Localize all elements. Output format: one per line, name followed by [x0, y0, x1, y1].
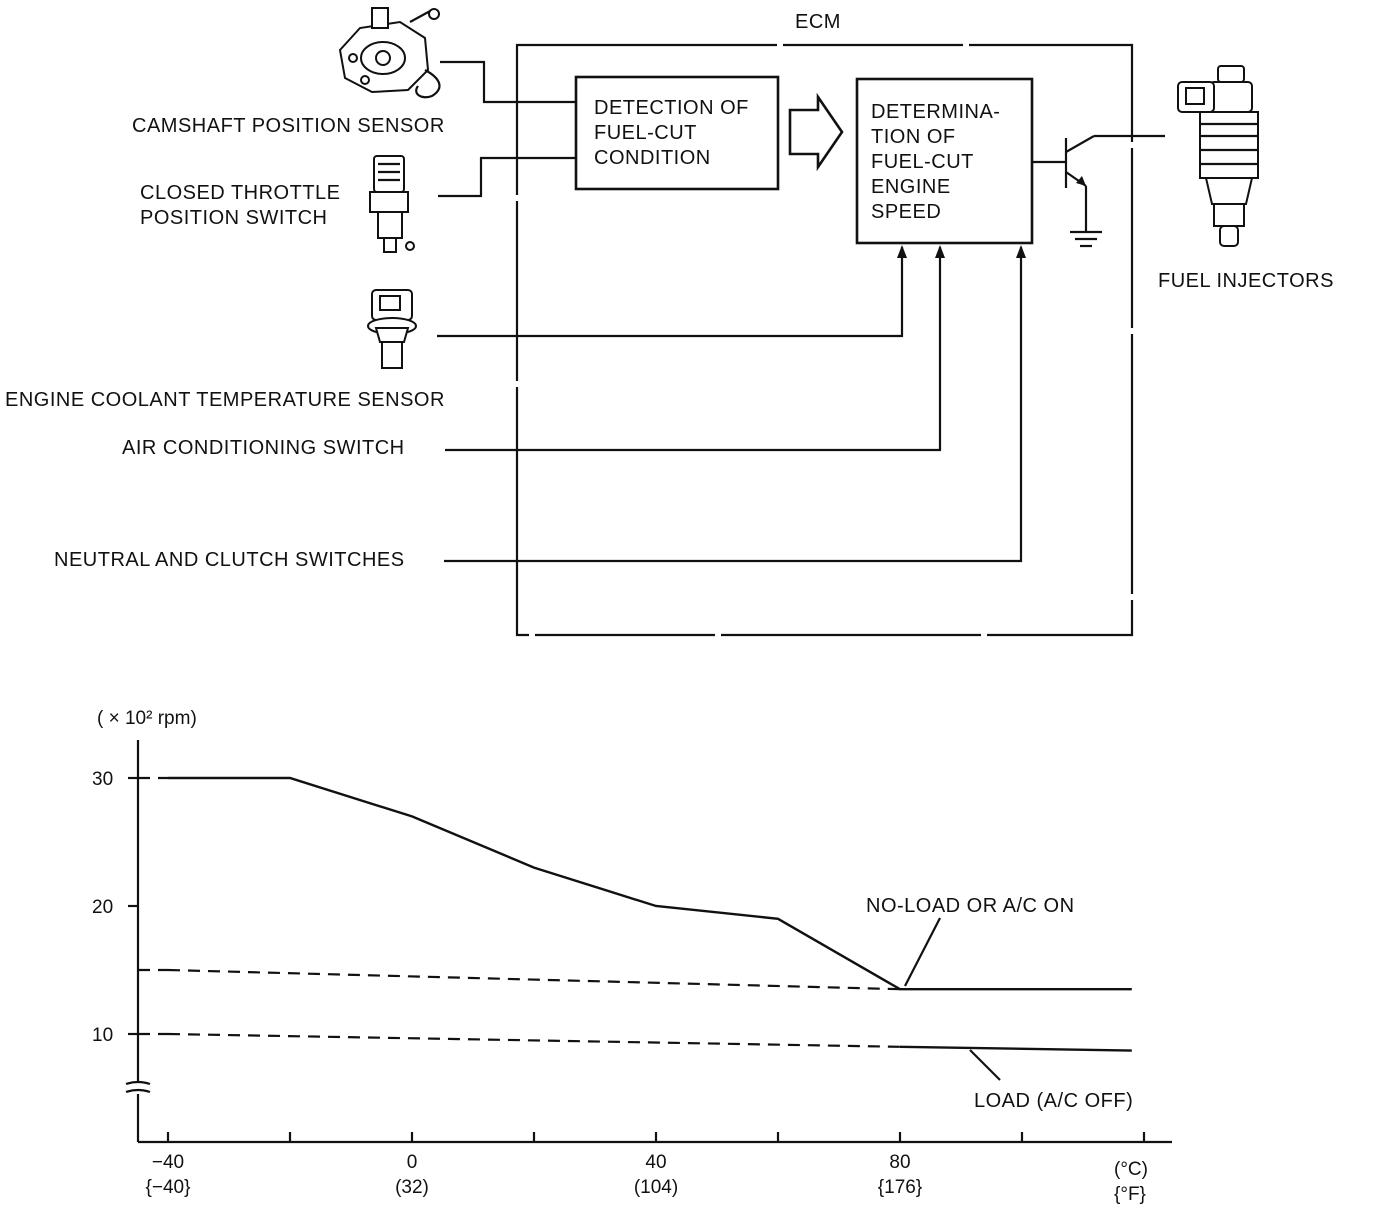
- no-load-leader: [904, 917, 941, 987]
- coolant-sensor-icon: [367, 289, 417, 369]
- fuel-injectors-label: FUEL INJECTORS: [1158, 270, 1334, 292]
- series-line: [899, 1045, 1132, 1052]
- coolant-label: ENGINE COOLANT TEMPERATURE SENSOR: [5, 389, 445, 411]
- x-unit-f: {°F}: [1114, 1184, 1146, 1205]
- detection-line-1: DETECTION OF: [594, 97, 749, 119]
- x-tick-label-c: 80: [889, 1152, 910, 1173]
- throttle-wire: [438, 156, 576, 198]
- camshaft-sensor-icon: [338, 7, 441, 99]
- determination-line-2: TION OF: [871, 126, 956, 148]
- determination-line-1: DETERMINA-: [871, 101, 1000, 123]
- y-tick-label: 10: [92, 1025, 113, 1046]
- load-label: LOAD (A/C OFF): [974, 1090, 1133, 1112]
- y-axis-label: ( × 10² rpm): [97, 708, 197, 729]
- dashed-series-line: [167, 968, 901, 991]
- coolant-wire: [437, 247, 904, 338]
- x-tick-label-f: (32): [395, 1177, 429, 1198]
- determination-line-4: ENGINE: [871, 176, 951, 198]
- determination-line-5: SPEED: [871, 201, 941, 223]
- transistor-icon: [1032, 134, 1165, 232]
- ac-wire: [445, 247, 942, 452]
- series-line: [168, 776, 1132, 991]
- x-tick-label-f: {−40}: [146, 1177, 191, 1198]
- fuel-injector-icon: [1177, 65, 1259, 247]
- determination-line-3: FUEL-CUT: [871, 151, 974, 173]
- throttle-label-2: POSITION SWITCH: [140, 207, 328, 229]
- y-tick-label: 20: [92, 897, 113, 918]
- flow-arrow-icon: [788, 92, 844, 172]
- dashed-series-line: [167, 1032, 901, 1048]
- camshaft-label: CAMSHAFT POSITION SENSOR: [132, 115, 445, 137]
- detection-box: DETECTION OF FUEL-CUT CONDITION: [574, 75, 780, 191]
- x-tick-label-c: 40: [645, 1152, 666, 1173]
- x-tick-label-f: {176}: [878, 1177, 922, 1198]
- ecm-label: ECM: [795, 11, 841, 33]
- x-tick-label-f: (104): [634, 1177, 678, 1198]
- x-unit-c: (°C): [1114, 1159, 1148, 1180]
- axis-break-icon: [125, 1080, 151, 1094]
- neutral-clutch-label: NEUTRAL AND CLUTCH SWITCHES: [54, 549, 405, 571]
- y-tick-label: 30: [92, 769, 113, 790]
- x-tick-label-c: −40: [152, 1152, 184, 1173]
- load-leader: [969, 1049, 1001, 1081]
- throttle-label-1: CLOSED THROTTLE: [140, 182, 341, 204]
- determination-box: DETERMINA- TION OF FUEL-CUT ENGINE SPEED: [855, 77, 1034, 245]
- x-tick-label-c: 0: [407, 1152, 418, 1173]
- ecm-boundary: [515, 43, 1134, 637]
- detection-line-2: FUEL-CUT: [594, 122, 697, 144]
- detection-line-3: CONDITION: [594, 147, 711, 169]
- neutral-clutch-wire: [444, 247, 1023, 563]
- no-load-label: NO-LOAD OR A/C ON: [866, 895, 1075, 917]
- fuel-cut-speed-chart: ( × 10² rpm) −40 {−40} 0 (32) 40 (104) 80 {176}…: [92, 708, 1172, 1205]
- camshaft-wire: [440, 60, 576, 104]
- ac-switch-label: AIR CONDITIONING SWITCH: [122, 437, 405, 459]
- ground-icon: [1070, 230, 1102, 248]
- throttle-switch-icon: [369, 155, 415, 253]
